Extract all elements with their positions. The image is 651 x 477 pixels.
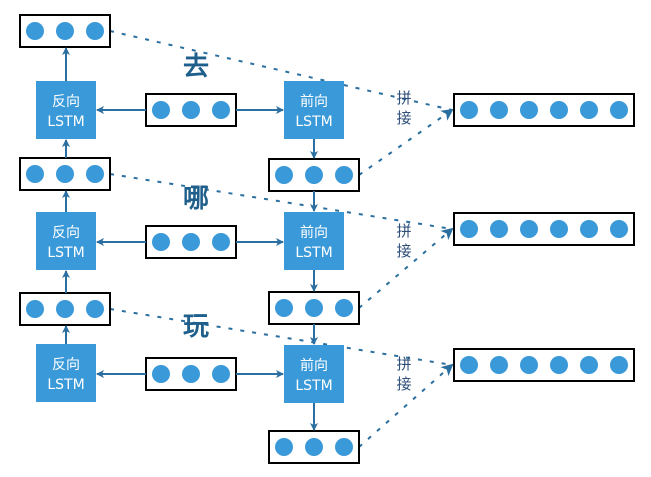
lstm-label-direction: 反向	[52, 94, 80, 110]
input-word: 哪	[183, 184, 209, 214]
vector-dot	[86, 22, 104, 40]
vector-dot	[182, 233, 200, 251]
vector-dot	[182, 365, 200, 383]
vector-dot	[182, 101, 200, 119]
forward-lstm: 前向 LSTM	[284, 345, 344, 403]
concatenated-vector	[453, 348, 635, 382]
vector-dot	[152, 233, 170, 251]
vector-dot	[550, 101, 568, 119]
vector-dot	[305, 438, 323, 456]
backward-lstm: 反向 LSTM	[36, 81, 96, 139]
forward-output-vector	[268, 291, 360, 325]
backward-lstm: 反向 LSTM	[36, 212, 96, 270]
forward-lstm: 前向 LSTM	[284, 212, 344, 270]
vector-dot	[610, 220, 628, 238]
forward-output-vector	[268, 158, 360, 192]
lstm-block	[36, 344, 96, 402]
vector-dot	[26, 22, 44, 40]
vector-dot	[520, 220, 538, 238]
lstm-block	[284, 81, 344, 139]
vector-dot	[152, 101, 170, 119]
lstm-label-direction: 前向	[300, 224, 328, 241]
vector-dot	[26, 300, 44, 318]
lstm-label-type: LSTM	[47, 245, 84, 261]
vector-dot	[550, 220, 568, 238]
concat-label: 接	[396, 375, 411, 393]
forward-lstm: 前向 LSTM	[284, 81, 344, 139]
vector-dot	[520, 356, 538, 374]
vector-dot	[610, 101, 628, 119]
forward-output-vector	[268, 430, 360, 464]
input-word: 去	[183, 52, 209, 82]
concat-link-backward	[109, 173, 453, 230]
concat-link-forward	[358, 363, 454, 448]
vector-dot	[460, 356, 478, 374]
vector-dot	[212, 365, 230, 383]
vector-box-border	[453, 93, 635, 127]
lstm-label-type: LSTM	[295, 114, 332, 130]
concat-label: 接	[396, 109, 411, 127]
lstm-block	[284, 212, 344, 270]
vector-dot	[212, 101, 230, 119]
vector-box-border	[453, 348, 635, 382]
vector-dot	[335, 299, 353, 317]
vector-dot	[550, 356, 568, 374]
vector-dot	[580, 356, 598, 374]
lstm-block	[36, 212, 96, 270]
vector-dot	[460, 220, 478, 238]
lstm-label-direction: 反向	[52, 357, 80, 373]
vector-dot	[610, 356, 628, 374]
lstm-label-direction: 前向	[300, 357, 328, 374]
vector-dot	[580, 101, 598, 119]
vector-dot	[86, 165, 104, 183]
concat-label: 拼	[396, 89, 411, 107]
vector-dot	[275, 438, 293, 456]
input-embedding-vector	[145, 225, 237, 259]
lstm-label-type: LSTM	[295, 245, 332, 261]
vector-dot	[305, 166, 323, 184]
concatenated-vector	[453, 212, 635, 246]
vector-dot	[580, 220, 598, 238]
vector-dot	[56, 22, 74, 40]
concat-label: 拼	[396, 355, 411, 373]
input-embedding-vector	[145, 357, 237, 391]
vector-dot	[335, 166, 353, 184]
backward-output-vector	[19, 14, 111, 48]
input-word: 玩	[183, 312, 209, 342]
vector-dot	[86, 300, 104, 318]
vector-box-border	[453, 212, 635, 246]
concatenated-vector	[453, 93, 635, 127]
backward-output-vector	[19, 157, 111, 191]
vector-dot	[460, 101, 478, 119]
lstm-label-direction: 前向	[300, 93, 328, 110]
vector-dot	[275, 299, 293, 317]
concat-link-backward	[109, 308, 453, 366]
concat-label: 拼	[396, 222, 411, 240]
vector-dot	[26, 165, 44, 183]
vector-dot	[490, 220, 508, 238]
backward-output-vector	[19, 292, 111, 326]
vector-dot	[56, 165, 74, 183]
lstm-block	[284, 345, 344, 403]
backward-lstm: 反向 LSTM	[36, 344, 96, 402]
vector-dot	[335, 438, 353, 456]
vector-dot	[305, 299, 323, 317]
vector-dot	[490, 101, 508, 119]
vector-dot	[520, 101, 538, 119]
vector-dot	[56, 300, 74, 318]
lstm-label-type: LSTM	[47, 114, 84, 130]
concat-link-forward	[358, 227, 454, 309]
concat-label: 接	[396, 242, 411, 260]
vector-dot	[152, 365, 170, 383]
vector-dot	[275, 166, 293, 184]
lstm-label-direction: 反向	[52, 225, 80, 241]
lstm-block	[36, 81, 96, 139]
vector-dot	[212, 233, 230, 251]
lstm-label-type: LSTM	[47, 377, 84, 393]
vector-dot	[490, 356, 508, 374]
lstm-label-type: LSTM	[295, 378, 332, 394]
input-embedding-vector	[145, 93, 237, 127]
